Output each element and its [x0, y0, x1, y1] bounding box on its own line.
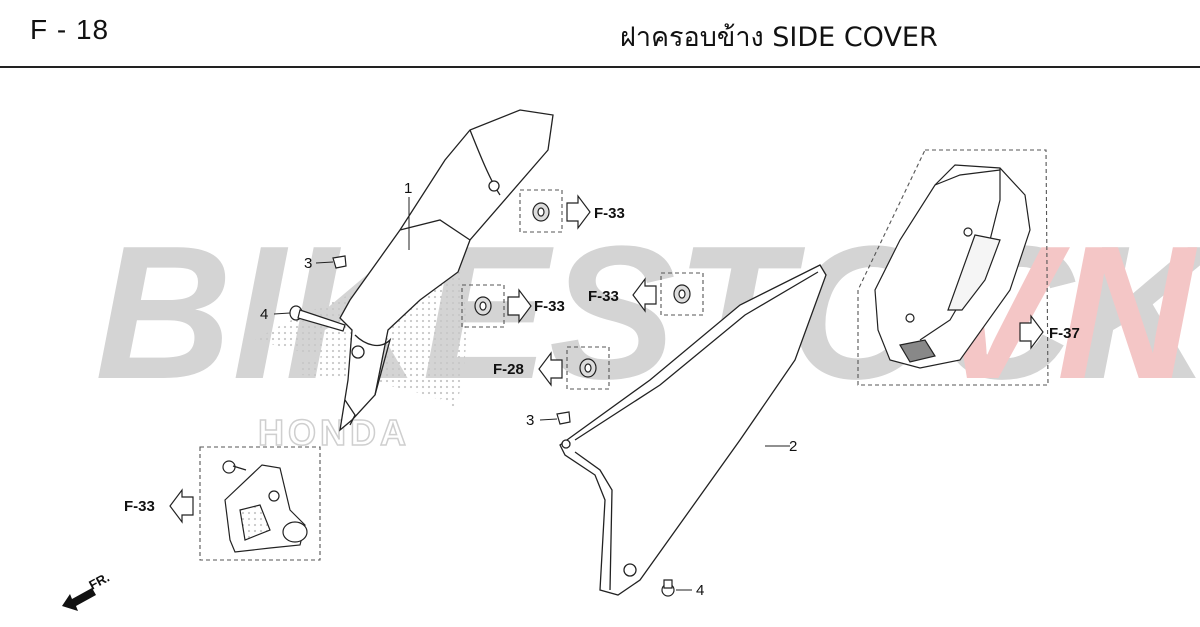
part-4-screw-b	[661, 579, 675, 597]
callout-part-4-b: 4	[696, 582, 704, 599]
callout-part-3-a: 3	[304, 255, 312, 272]
grommet-4	[579, 358, 597, 378]
ref-arrow-f33-a[interactable]	[566, 194, 591, 230]
grommet-box-2	[461, 284, 505, 328]
ref-label-f33-d[interactable]: F-33	[124, 498, 155, 515]
ref-label-f28[interactable]: F-28	[493, 361, 524, 378]
front-arrow-icon	[62, 588, 96, 611]
ref-arrow-f33-c[interactable]	[632, 277, 657, 313]
grommet-1	[532, 202, 550, 222]
subassembly-box	[199, 446, 321, 561]
part-1-side-cover-upper	[339, 109, 554, 432]
grommet-2	[474, 296, 492, 316]
subassembly-bracket	[222, 460, 308, 553]
grommet-box-4	[566, 346, 610, 390]
callout-part-4-a: 4	[260, 306, 268, 323]
leader-lines	[273, 197, 790, 591]
grommet-box-1	[519, 189, 563, 233]
page-code: F - 18	[30, 14, 110, 45]
f37-box	[857, 149, 1049, 386]
part-3-clip-a	[332, 255, 347, 269]
callout-part-2: 2	[789, 438, 797, 455]
honda-logo-text: HONDA	[258, 412, 410, 453]
grommet-3	[673, 284, 691, 304]
header-divider	[0, 66, 1200, 68]
ref-label-f37[interactable]: F-37	[1049, 325, 1080, 342]
f37-unit	[874, 164, 1031, 369]
ref-arrow-f28[interactable]	[538, 351, 563, 387]
part-3-clip-b	[556, 411, 571, 425]
ref-arrow-f33-b[interactable]	[507, 288, 532, 324]
ref-arrow-f37[interactable]	[1019, 314, 1044, 350]
callout-part-3-b: 3	[526, 412, 534, 429]
ref-label-f33-c[interactable]: F-33	[588, 288, 619, 305]
page-header: F - 18 ฝาครอบข้าง SIDE COVER	[0, 0, 1200, 68]
grommet-box-3	[660, 272, 704, 316]
ref-label-f33-a[interactable]: F-33	[594, 205, 625, 222]
ref-arrow-f33-d[interactable]	[169, 488, 194, 524]
callout-part-1: 1	[404, 180, 412, 197]
page-title: ฝาครอบข้าง SIDE COVER	[620, 22, 938, 53]
ref-label-f33-b[interactable]: F-33	[534, 298, 565, 315]
part-2-side-cover	[559, 264, 827, 596]
